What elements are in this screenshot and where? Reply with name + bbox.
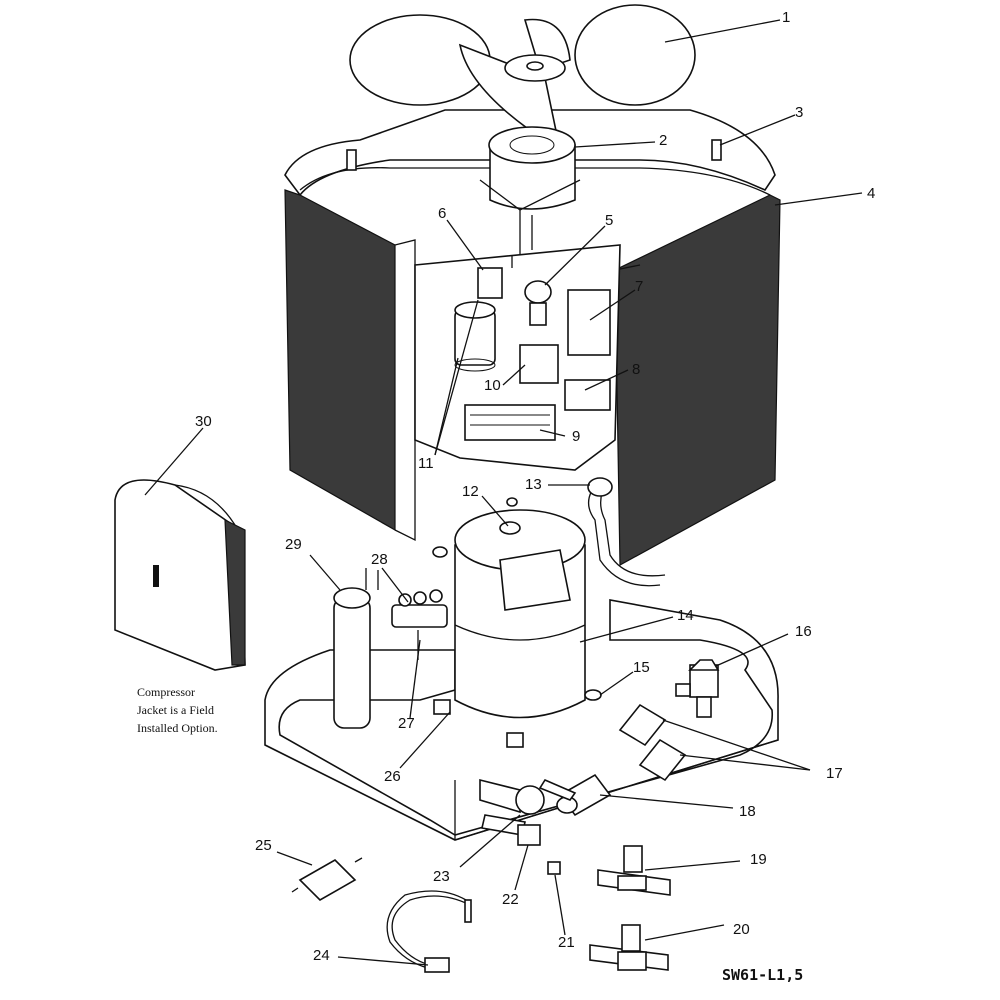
mounting-grommets [433, 689, 602, 748]
callout-7: 7 [635, 278, 643, 295]
callout-15: 15 [633, 659, 650, 676]
callout-16: 16 [795, 623, 812, 640]
check-valve [538, 773, 612, 817]
callout-3: 3 [795, 104, 803, 121]
callout-27: 27 [398, 715, 415, 732]
drawing-id: SW61-L1,5 [722, 966, 803, 984]
relay [519, 344, 559, 384]
defrost-sensor-cable [386, 890, 472, 973]
leader-lines [144, 19, 863, 966]
callout-18: 18 [739, 803, 756, 820]
callout-9: 9 [572, 428, 580, 445]
pressure-switch [524, 280, 552, 326]
callout-4: 4 [867, 185, 875, 202]
callout-30: 30 [195, 413, 212, 430]
callout-17: 17 [826, 765, 843, 782]
callout-24: 24 [313, 947, 330, 964]
compressor-jacket-note: Compressor Jacket is a Field Installed O… [137, 685, 218, 735]
callout-26: 26 [384, 768, 401, 785]
callout-14: 14 [677, 607, 694, 624]
fan-blade [349, 4, 696, 152]
service-valve-19 [597, 845, 671, 896]
callout-19: 19 [750, 851, 767, 868]
callout-labels: 1 2 3 4 5 6 7 8 9 10 11 12 13 14 15 16 1… [195, 9, 875, 964]
accumulator [333, 568, 379, 729]
callout-20: 20 [733, 921, 750, 938]
note-line-2: Jacket is a Field [137, 703, 214, 717]
note-line-1: Compressor [137, 685, 195, 699]
cabinet [264, 109, 781, 841]
callout-11: 11 [418, 455, 434, 472]
fan-motor [479, 126, 581, 255]
liquid-line-valve [479, 778, 561, 875]
callout-2: 2 [659, 132, 667, 149]
note-line-3: Installed Option. [137, 721, 218, 735]
service-valve-20 [589, 924, 669, 971]
contactor [477, 267, 503, 299]
callout-25: 25 [255, 837, 272, 854]
callout-13: 13 [525, 476, 542, 493]
control-board [567, 289, 611, 356]
filter-driers [618, 703, 687, 782]
tubing [587, 477, 666, 587]
muffler [291, 857, 363, 901]
callout-1: 1 [782, 9, 790, 26]
reversing-valve [391, 589, 448, 660]
control-panel [414, 244, 621, 471]
service-valve-16 [675, 659, 720, 718]
callout-28: 28 [371, 551, 388, 568]
callout-21: 21 [558, 934, 575, 951]
compressor-jacket [114, 479, 246, 671]
callout-6: 6 [438, 205, 446, 222]
callout-22: 22 [502, 891, 519, 908]
callout-5: 5 [605, 212, 613, 229]
callout-23: 23 [433, 868, 450, 885]
terminal-block [564, 379, 611, 411]
compressor [432, 497, 586, 719]
service-fittings [346, 139, 722, 171]
callout-29: 29 [285, 536, 302, 553]
callout-8: 8 [632, 361, 640, 378]
callout-10: 10 [484, 377, 501, 394]
terminal-strip [464, 404, 556, 441]
callout-12: 12 [462, 483, 479, 500]
